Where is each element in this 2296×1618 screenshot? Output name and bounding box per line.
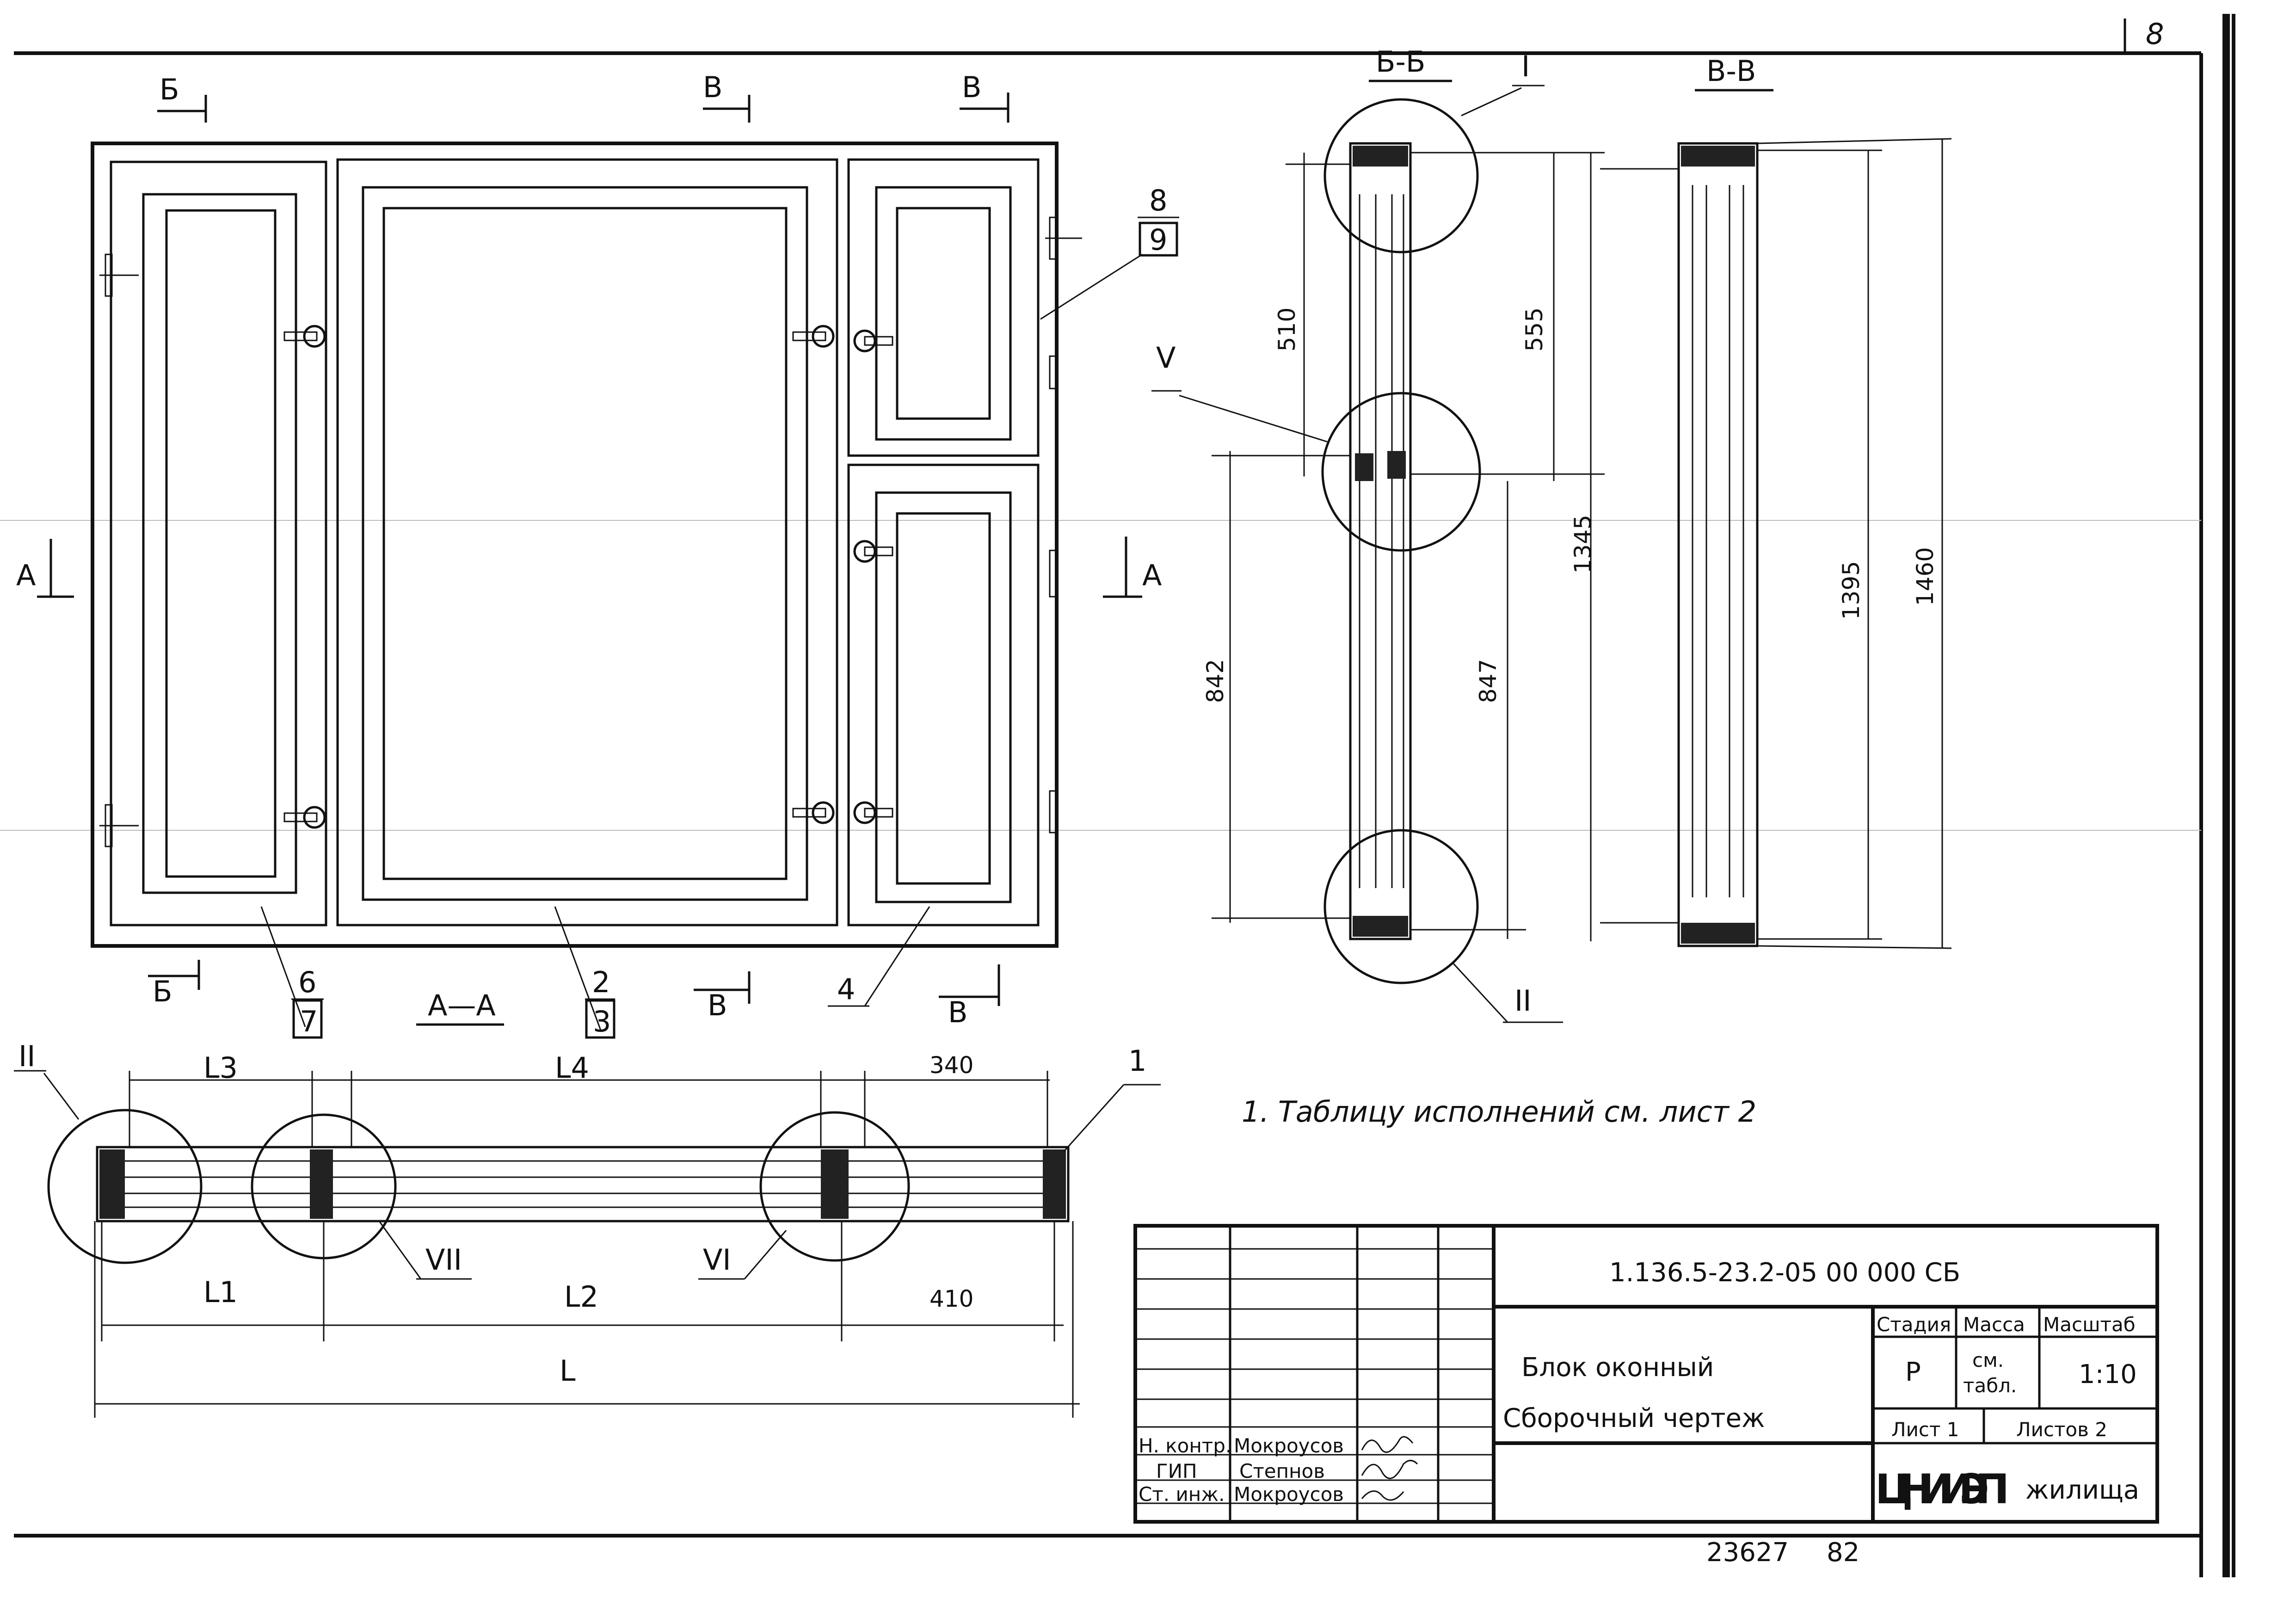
position-3: 3 <box>593 1005 611 1038</box>
hinge-icon <box>99 216 1082 847</box>
section-mark-v-bottom-2: В <box>948 995 968 1029</box>
name-gip: Степнов <box>1239 1460 1325 1482</box>
section-mark-v-top-2: В <box>962 70 982 104</box>
section-mark-a-right: А <box>1142 558 1162 592</box>
drawing-note: 1. Таблицу исполнений см. лист 2 <box>1242 1095 1756 1129</box>
section-mark-b-bottom: Б <box>153 975 172 1008</box>
role-st-inzh: Ст. инж. <box>1139 1483 1225 1506</box>
sheet-frame: 8 <box>0 14 2235 1577</box>
document-designation: 1.136.5-23.2-05 00 000 СБ <box>1609 1258 1960 1288</box>
dimension-842: 842 <box>1202 659 1229 703</box>
dimension-L3: L3 <box>203 1051 238 1085</box>
organization-name: жилища <box>2025 1475 2139 1505</box>
position-1: 1 <box>1128 1044 1146 1078</box>
dimension-L1: L1 <box>203 1275 238 1309</box>
section-mark-v-bottom-1: В <box>708 988 727 1022</box>
position-2: 2 <box>592 965 610 999</box>
scale-header: Масштаб <box>2043 1313 2136 1336</box>
detail-label-II: II <box>1514 984 1532 1018</box>
dimension-1460: 1460 <box>1912 547 1939 606</box>
dimension-L2: L2 <box>564 1280 598 1314</box>
role-n-kontr: Н. контр. <box>1139 1434 1231 1457</box>
dimension-510: 510 <box>1274 308 1300 352</box>
title-block: Н. контр. Мокроусов ГИП Степнов Ст. инж.… <box>1133 1224 2159 1524</box>
dimension-340: 340 <box>929 1052 973 1079</box>
position-4: 4 <box>837 972 855 1006</box>
drawing-type: Сборочный чертеж <box>1503 1403 1765 1433</box>
section-aa: II VII VI 1 L3 L4 340 L1 L2 410 <box>14 1039 1161 1418</box>
product-name: Блок оконный <box>1521 1352 1714 1383</box>
section-mark-a-left: А <box>16 558 36 592</box>
dimension-555: 555 <box>1521 308 1548 352</box>
sheet-label: Лист 1 <box>1891 1418 1959 1441</box>
section-markers: Б В В Б В В А А <box>16 70 1162 1029</box>
dimension-1345: 1345 <box>1570 515 1596 574</box>
section-bb: Б-Б I II V 510 <box>1151 45 1605 1023</box>
dimension-L: L <box>560 1354 576 1388</box>
detail-label-VII: VII <box>425 1243 462 1277</box>
stage-value: Р <box>1905 1357 1921 1387</box>
position-6: 6 <box>298 965 316 999</box>
scale-value: 1:10 <box>2079 1359 2137 1390</box>
window-handle-icon <box>283 325 893 829</box>
dimension-1395: 1395 <box>1838 561 1865 620</box>
signature-icon <box>1361 1436 1418 1501</box>
section-aa-title: А—А <box>428 988 496 1022</box>
section-mark-b-top: Б <box>160 73 179 106</box>
section-mark-v-top-1: В <box>703 70 723 104</box>
position-8: 8 <box>1149 184 1167 217</box>
archive-year: 82 <box>1827 1538 1859 1568</box>
detail-label-V: V <box>1156 341 1176 375</box>
sheets-label: Листов 2 <box>2016 1418 2107 1441</box>
archive-number: 23627 <box>1706 1538 1789 1568</box>
mass-header: Масса <box>1963 1313 2025 1336</box>
position-7: 7 <box>300 1005 318 1038</box>
stage-header: Стадия <box>1877 1313 1951 1336</box>
detail-label-II-plan: II <box>18 1039 36 1073</box>
detail-label-I: I <box>1521 49 1530 83</box>
section-vv-title: В-В <box>1706 54 1756 88</box>
position-9: 9 <box>1149 223 1167 257</box>
role-gip: ГИП <box>1156 1460 1197 1482</box>
dimension-410: 410 <box>929 1285 973 1312</box>
mass-value-1: см. <box>1972 1349 2004 1371</box>
section-bb-title: Б-Б <box>1376 45 1425 79</box>
front-view: Б В В Б В В А А 8 9 6 <box>16 70 1179 1039</box>
detail-label-VI: VI <box>703 1243 731 1277</box>
organization-logo: ЦНИИЭП <box>1875 1465 2009 1513</box>
dimension-847: 847 <box>1475 659 1502 703</box>
page-number: 8 <box>2146 17 2164 51</box>
name-st-inzh: Мокроусов <box>1234 1483 1344 1506</box>
dimension-L4: L4 <box>555 1051 589 1085</box>
position-callouts: 8 9 6 7 2 3 4 А—А <box>260 184 1179 1039</box>
section-vv: В-В 1395 1460 <box>1600 54 1952 949</box>
name-n-kontr: Мокроусов <box>1234 1434 1344 1457</box>
mass-value-2: табл. <box>1963 1374 2017 1397</box>
